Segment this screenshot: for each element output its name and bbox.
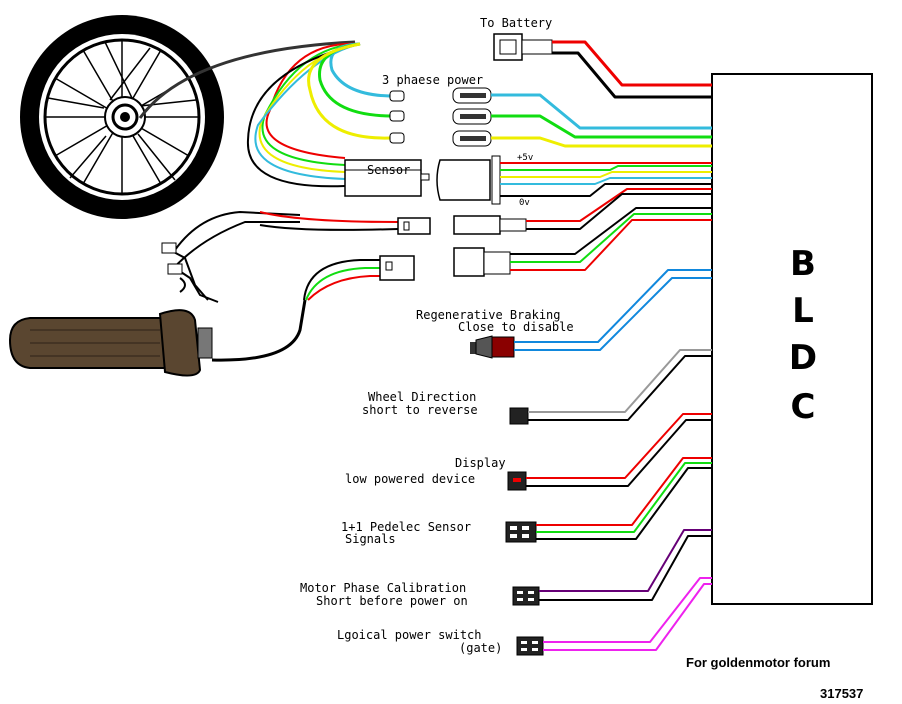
calibration-wires — [539, 529, 712, 601]
phase-connectors-male — [389, 90, 405, 144]
motor-wire-fan — [246, 42, 391, 188]
throttle-cable — [211, 299, 307, 362]
display-wires — [526, 413, 712, 487]
battery-wire-red — [552, 40, 712, 87]
pedelec-connector — [505, 521, 537, 543]
battery-label: To Battery — [480, 16, 552, 30]
phase-wires — [491, 93, 712, 148]
direction-label-line1: Wheel Direction — [368, 390, 476, 404]
throttle-wires — [303, 259, 380, 301]
power-switch-connector — [516, 636, 544, 656]
power-switch-wires — [543, 577, 712, 651]
regen-connector — [470, 335, 515, 359]
regen-label-line1: Regenerative Braking — [416, 308, 561, 322]
display-connector-pin — [513, 478, 521, 482]
controller-letter-b: B — [790, 244, 816, 284]
throttle-grip — [8, 309, 213, 377]
credit-text: For goldenmotor forum — [686, 655, 830, 670]
display-label-line1: Display — [455, 456, 506, 470]
regen-wires — [514, 269, 712, 351]
sensor-connector: Sensor — [344, 155, 501, 205]
direction-wires — [528, 349, 712, 421]
brake-wires — [259, 211, 399, 231]
throttle-connector — [379, 247, 511, 281]
battery-connector — [493, 33, 553, 61]
regen-label-line2: Close to disable — [458, 320, 574, 334]
phase-connectors-female — [452, 87, 492, 147]
pedelec-wires — [536, 457, 712, 540]
plus5v-label: +5v — [517, 153, 533, 163]
controller-letter-l: L — [792, 291, 814, 331]
brake-controller-wires — [526, 188, 712, 230]
zero-v-label: 0v — [519, 198, 530, 208]
direction-connector — [509, 407, 529, 425]
brake-levers — [161, 210, 301, 303]
controller-letter-d: D — [789, 338, 817, 378]
image-id-text: 317537 — [820, 686, 863, 701]
sensor-wires — [500, 162, 712, 197]
calibration-label-line2: Short before power on — [316, 594, 468, 608]
throttle-controller-wires — [510, 207, 712, 271]
pedelec-label-line2: Signals — [345, 532, 396, 546]
calibration-connector — [512, 586, 540, 606]
power-switch-label-line2: (gate) — [459, 641, 502, 655]
hub-motor-wheel — [20, 15, 224, 219]
power-switch-label-line1: Lgoical power switch — [337, 628, 482, 642]
controller-letter-c: C — [791, 387, 816, 427]
battery-wire-black — [552, 51, 712, 99]
motor-cable — [138, 40, 356, 119]
display-label-line2: low powered device — [345, 472, 475, 486]
bldc-controller: B L D C — [711, 73, 873, 605]
sensor-label: Sensor — [367, 163, 410, 177]
direction-label-line2: short to reverse — [362, 403, 478, 417]
brake-connector — [397, 215, 527, 235]
calibration-label-line1: Motor Phase Calibration — [300, 581, 466, 595]
pedelec-label-line1: 1+1 Pedelec Sensor — [341, 520, 471, 534]
three-phase-label: 3 phaese power — [382, 73, 483, 87]
